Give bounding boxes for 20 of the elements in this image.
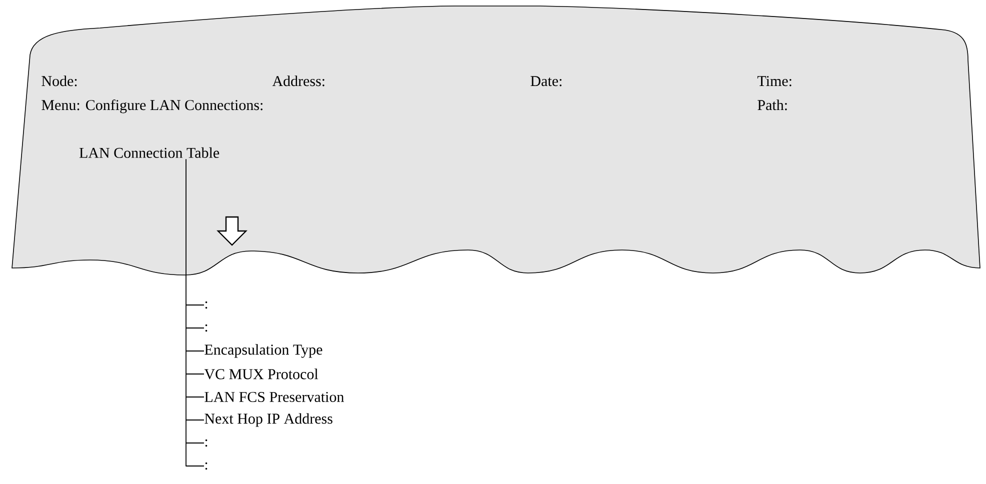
tree-branch: [186, 304, 204, 306]
menu-item: LAN FCS Preservation: [204, 392, 344, 402]
ellipsis-mark: :: [205, 462, 208, 470]
tree-branch: [186, 350, 204, 352]
menu-item: Encapsulation Type: [204, 344, 322, 358]
menu-item: VC MUX Protocol: [204, 368, 318, 380]
header-label: Node:: [42, 76, 77, 86]
header-label: Path:: [758, 100, 787, 110]
ellipsis-mark: :: [205, 301, 208, 309]
header-label: Time:: [757, 76, 792, 86]
ellipsis-mark: :: [205, 324, 208, 332]
tree-branch: [186, 442, 204, 444]
header-label: Date:: [530, 76, 562, 86]
table-title: LAN Connection Table: [79, 147, 220, 158]
screen-panel: [12, 6, 980, 276]
header-label: Address:: [272, 76, 324, 86]
tree-branch: [186, 396, 204, 398]
ellipsis-mark: :: [205, 439, 208, 447]
header-label: Menu: Configure LAN Connections:: [42, 99, 262, 114]
menu-item: Next Hop IP Address: [204, 413, 332, 427]
